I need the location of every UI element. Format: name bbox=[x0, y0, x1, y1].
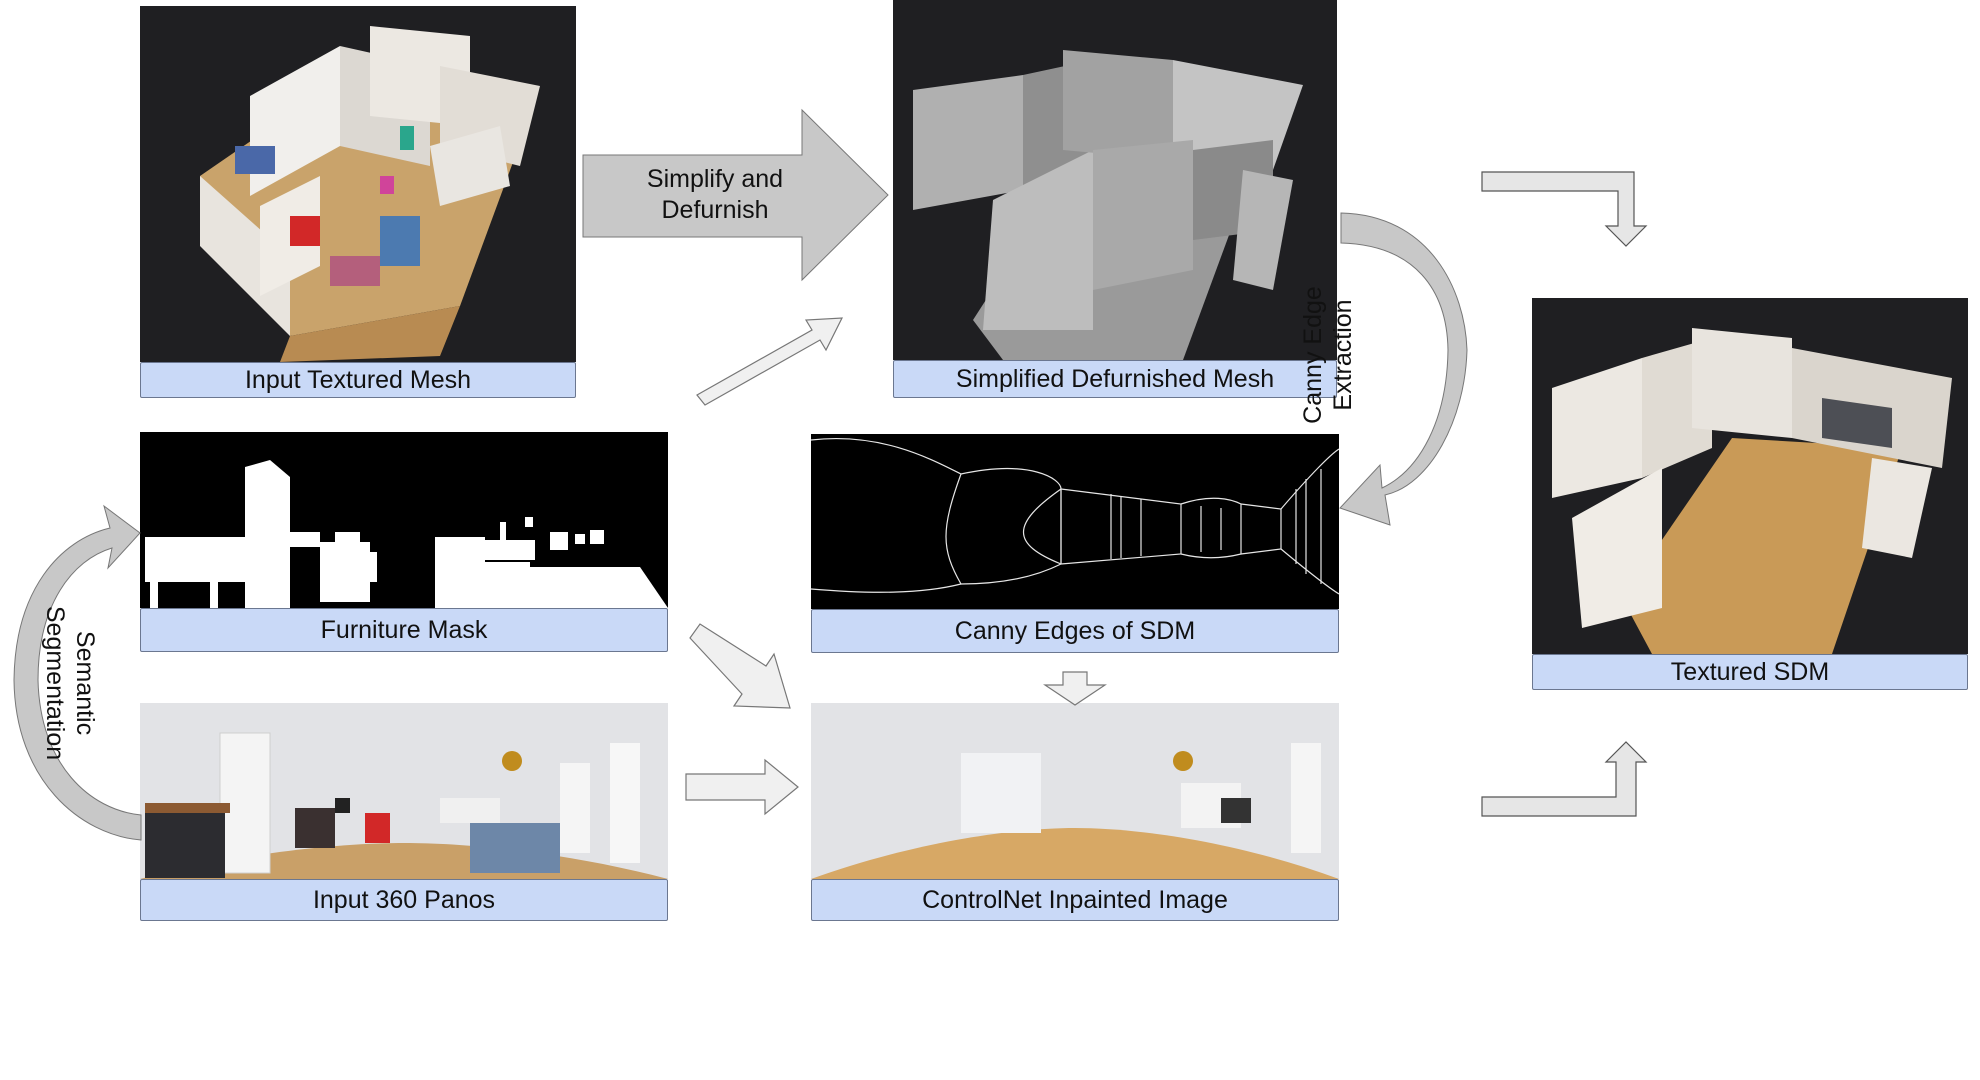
simplify-label-line2: Defurnish bbox=[661, 196, 769, 224]
textured-sdm-image bbox=[1532, 298, 1968, 654]
textured-sdm-render bbox=[1552, 328, 1952, 654]
canny-edges-render bbox=[811, 438, 1339, 595]
segmentation-label-line2: Segmentation bbox=[41, 605, 69, 761]
input-panos-image bbox=[140, 703, 668, 879]
caption-controlnet-inpainted: ControlNet Inpainted Image bbox=[811, 879, 1339, 921]
inpainted-image bbox=[811, 703, 1339, 879]
panel-input-textured-mesh: Input Textured Mesh bbox=[140, 6, 576, 398]
segmentation-label-line1: Semantic bbox=[71, 630, 99, 736]
panel-simplified-defurnished-mesh: Simplified Defurnished Mesh bbox=[893, 0, 1337, 398]
panel-controlnet-inpainted: ControlNet Inpainted Image bbox=[811, 703, 1339, 921]
canny-edges-image bbox=[811, 434, 1339, 609]
caption-simplified-defurnished-mesh: Simplified Defurnished Mesh bbox=[893, 360, 1337, 398]
caption-input-360-panos: Input 360 Panos bbox=[140, 879, 668, 921]
caption-textured-sdm: Textured SDM bbox=[1532, 654, 1968, 690]
furniture-mask-render bbox=[145, 460, 668, 608]
panel-furniture-mask: Furniture Mask bbox=[140, 432, 668, 652]
panos-to-inpainted-arrow bbox=[685, 758, 799, 816]
input-panos-render bbox=[140, 703, 668, 879]
top-elbow-arrow bbox=[1481, 171, 1648, 247]
canny-label-line1: Canny Edge bbox=[1299, 286, 1327, 424]
canny-extraction-label: Canny Edge Extraction bbox=[1298, 275, 1358, 435]
sdm-image bbox=[893, 0, 1337, 360]
mask-to-inpainted-arrow bbox=[689, 623, 791, 709]
caption-canny-edges: Canny Edges of SDM bbox=[811, 609, 1339, 653]
canny-label-line2: Extraction bbox=[1329, 299, 1357, 411]
panel-textured-sdm: Textured SDM bbox=[1532, 298, 1968, 690]
canny-to-inpainted-arrow bbox=[1043, 671, 1107, 706]
simplify-label-line1: Simplify and bbox=[646, 165, 784, 193]
inpainted-render bbox=[811, 703, 1339, 879]
mask-to-sdm-arrow bbox=[696, 317, 843, 406]
furniture-mask-image bbox=[140, 432, 668, 608]
segmentation-label: Semantic Segmentation bbox=[40, 593, 100, 773]
caption-input-textured-mesh: Input Textured Mesh bbox=[140, 362, 576, 398]
panel-canny-edges: Canny Edges of SDM bbox=[811, 434, 1339, 654]
simplify-label: Simplify and Defurnish bbox=[630, 164, 800, 226]
input-mesh-image bbox=[140, 6, 576, 362]
panel-input-360-panos: Input 360 Panos bbox=[140, 703, 668, 921]
caption-furniture-mask: Furniture Mask bbox=[140, 608, 668, 652]
input-mesh-render bbox=[200, 26, 540, 362]
canny-extraction-arrow bbox=[1339, 212, 1468, 526]
sdm-render bbox=[913, 50, 1303, 360]
bottom-elbow-arrow bbox=[1481, 741, 1648, 817]
